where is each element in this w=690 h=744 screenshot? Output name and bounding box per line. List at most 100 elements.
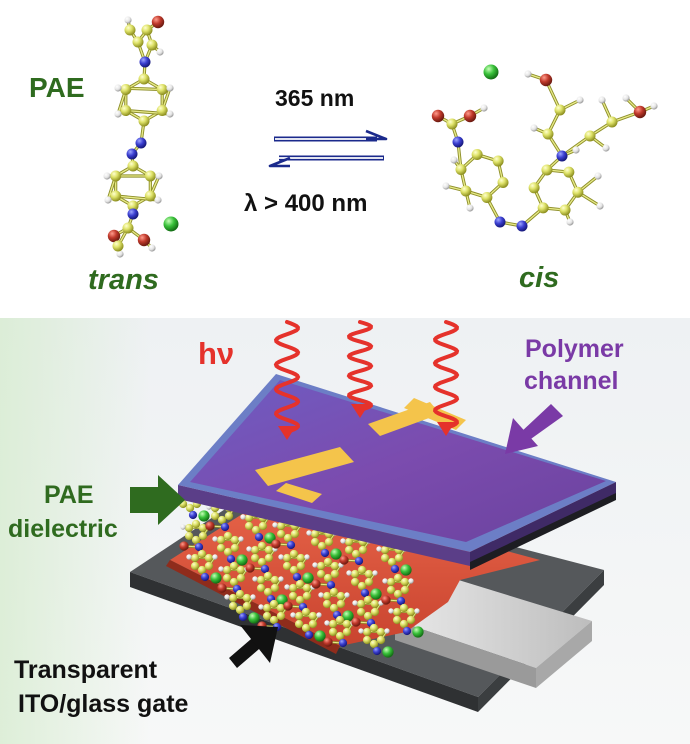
- carbon-atom: [190, 553, 200, 563]
- hydrogen-atom: [104, 196, 112, 204]
- nitrogen-atom: [396, 596, 406, 606]
- carbon-atom: [141, 24, 153, 36]
- carbon-atom: [323, 573, 333, 583]
- carbon-atom: [399, 603, 409, 613]
- dielectric-molecule: [252, 571, 288, 606]
- carbon-atom: [256, 583, 266, 593]
- carbon-atom: [328, 627, 338, 637]
- nitrogen-atom: [126, 148, 138, 160]
- carbon-atom: [198, 531, 208, 541]
- oxygen-atom: [151, 15, 165, 29]
- dielectric-pointer-arrow: [130, 475, 185, 525]
- carbon-atom: [191, 535, 201, 545]
- chloride-ion: [163, 216, 179, 232]
- hydrogen-atom: [246, 546, 252, 552]
- carbon-atom: [301, 623, 311, 633]
- hydrogen-atom: [114, 110, 122, 118]
- carbon-atom: [317, 541, 327, 551]
- carbon-atom: [216, 543, 226, 553]
- nitrogen-atom: [494, 216, 506, 228]
- carbon-atom: [392, 607, 402, 617]
- carbon-atom: [537, 202, 549, 214]
- carbon-atom: [364, 577, 374, 587]
- hydrogen-atom: [156, 48, 164, 56]
- carbon-atom: [197, 549, 207, 559]
- hydrogen-atom: [155, 172, 163, 180]
- carbon-atom: [228, 601, 238, 611]
- carbon-atom: [471, 149, 483, 161]
- hydrogen-atom: [212, 554, 218, 560]
- dielectric-molecule: [186, 549, 222, 584]
- ito-gate-contact-side: [536, 621, 592, 688]
- carbon-atom: [222, 565, 232, 575]
- carbon-atom: [455, 163, 467, 175]
- carbon-atom: [230, 543, 240, 553]
- carbon-atom: [335, 615, 345, 625]
- hydrogen-atom: [154, 196, 162, 204]
- dielectric-edge: [166, 560, 340, 654]
- carbon-atom: [236, 573, 246, 583]
- hydrogen-atom: [414, 608, 420, 614]
- hydrogen-atom: [186, 554, 192, 560]
- carbon-atom: [156, 105, 168, 116]
- chloride-ion: [342, 610, 354, 622]
- carbon-atom: [256, 575, 266, 585]
- hydrogen-atom: [572, 146, 580, 154]
- oxygen-atom: [179, 541, 189, 551]
- carbon-atom: [358, 545, 368, 555]
- hydrogen-atom: [258, 604, 264, 610]
- carbon-atom: [492, 155, 504, 167]
- carbon-atom: [446, 118, 458, 130]
- hydrogen-atom: [450, 156, 458, 164]
- source-electrode-tab: [276, 483, 322, 503]
- light-label: hν: [198, 336, 235, 371]
- carbon-atom: [229, 561, 239, 571]
- carbon-atom: [393, 589, 403, 599]
- hydrogen-atom: [372, 570, 378, 576]
- chloride-ion: [382, 646, 394, 658]
- dielectric-molecule: [388, 603, 424, 638]
- cis-label: cis: [519, 262, 560, 294]
- nitrogen-atom: [452, 136, 464, 148]
- hydrogen-atom: [116, 250, 124, 258]
- hydrogen-atom: [218, 566, 224, 572]
- chloride-ion: [236, 554, 248, 566]
- dielectric-molecule: [381, 573, 414, 606]
- pae-label: PAE: [29, 72, 85, 103]
- carbon-atom: [310, 537, 320, 547]
- gate-label-line2: ITO/glass gate: [18, 690, 189, 718]
- carbon-atom: [308, 619, 318, 629]
- carbon-atom: [228, 593, 238, 603]
- carbon-atom: [336, 599, 346, 609]
- carbon-atom: [262, 611, 272, 621]
- hydrogen-atom: [442, 182, 450, 190]
- dielectric-molecule: [346, 565, 382, 600]
- hydrogen-atom: [103, 172, 111, 180]
- carbon-atom: [542, 128, 554, 140]
- nitrogen-atom: [304, 630, 314, 640]
- source-electrode: [255, 447, 354, 486]
- nitrogen-atom: [194, 542, 204, 552]
- hydrogen-atom: [124, 16, 132, 24]
- equilibrium-arrows: [268, 129, 388, 168]
- hydrogen-atom: [346, 570, 352, 576]
- nitrogen-atom: [556, 150, 568, 162]
- hydrogen-atom: [530, 124, 538, 132]
- carbon-atom: [406, 615, 416, 625]
- carbon-atom: [184, 523, 194, 533]
- carbon-atom: [584, 130, 596, 142]
- oxygen-atom: [339, 555, 349, 565]
- carbon-atom: [296, 561, 306, 571]
- cis-molecule: [431, 64, 658, 232]
- carbon-atom: [328, 619, 338, 629]
- carbon-atom: [110, 170, 122, 182]
- carbon-atom: [127, 200, 139, 212]
- carbon-atom: [335, 631, 345, 641]
- dielectric-molecules: [174, 446, 424, 658]
- carbon-atom: [301, 607, 311, 617]
- carbon-atom: [235, 589, 245, 599]
- chloride-ion: [314, 630, 326, 642]
- trans-label: trans: [88, 264, 159, 296]
- dielectric-molecule: [224, 589, 260, 624]
- hydrogen-atom: [566, 218, 574, 226]
